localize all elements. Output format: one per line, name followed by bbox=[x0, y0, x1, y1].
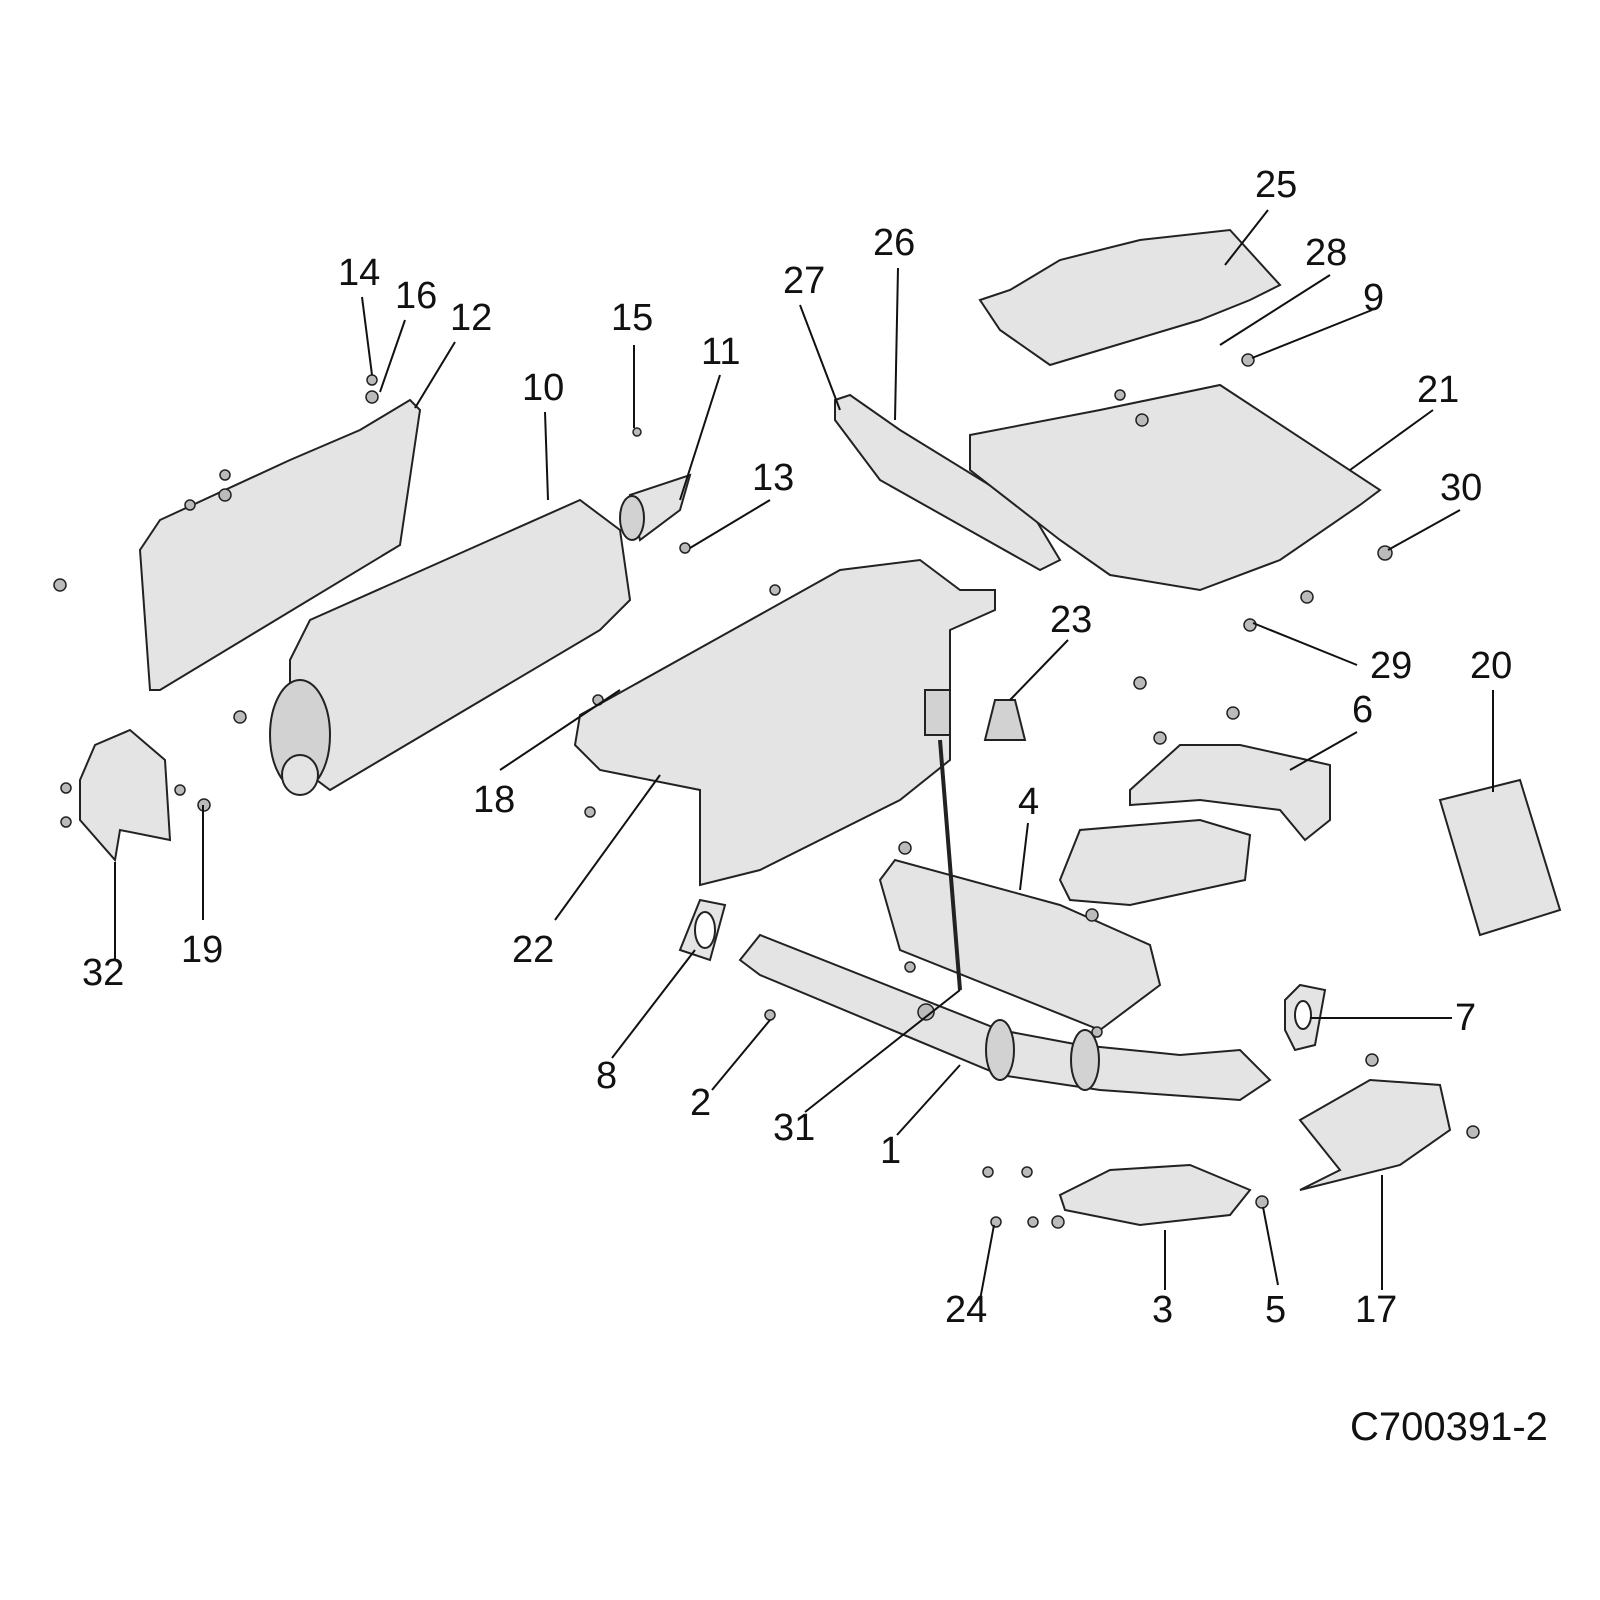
part-10-muffler[interactable] bbox=[269, 498, 632, 796]
callout-16: 16 bbox=[395, 275, 437, 317]
callout-10: 10 bbox=[522, 367, 564, 409]
part-12-heat-shield[interactable] bbox=[138, 398, 422, 691]
callout-8: 8 bbox=[596, 1055, 617, 1097]
callout-31: 31 bbox=[773, 1107, 815, 1149]
callout-11: 11 bbox=[701, 331, 740, 373]
callout-22: 22 bbox=[512, 929, 554, 971]
callout-23: 23 bbox=[1050, 599, 1092, 641]
part-20-panel[interactable] bbox=[1438, 778, 1562, 937]
part-6-pipe-shield[interactable] bbox=[1058, 818, 1252, 907]
reference-code: C700391-2 bbox=[1350, 1405, 1548, 1449]
callout-17: 17 bbox=[1355, 1289, 1397, 1331]
callout-1: 1 bbox=[880, 1130, 901, 1172]
part-21-heat-shield[interactable] bbox=[969, 383, 1382, 592]
callout-5: 5 bbox=[1265, 1289, 1286, 1331]
callout-24: 24 bbox=[945, 1289, 987, 1331]
callout-6: 6 bbox=[1352, 689, 1373, 731]
callout-labels: 14 16 12 10 15 11 13 18 19 32 22 27 26 2… bbox=[82, 164, 1512, 1331]
callout-30: 30 bbox=[1440, 467, 1482, 509]
callout-12: 12 bbox=[450, 297, 492, 339]
part-22-heat-shield[interactable] bbox=[573, 558, 996, 887]
callout-21: 21 bbox=[1417, 369, 1459, 411]
part-7-gasket[interactable] bbox=[1284, 983, 1327, 1052]
callout-26: 26 bbox=[873, 222, 915, 264]
callout-3: 3 bbox=[1152, 1289, 1173, 1331]
callout-18: 18 bbox=[473, 779, 515, 821]
callout-20: 20 bbox=[1470, 645, 1512, 687]
part-17-heat-shield[interactable] bbox=[1298, 1078, 1452, 1191]
callout-14: 14 bbox=[338, 252, 380, 294]
hardware-fasteners bbox=[53, 353, 1480, 1229]
part-3-clamp-shield[interactable] bbox=[1058, 1163, 1252, 1227]
callout-32: 32 bbox=[82, 952, 124, 994]
callout-7: 7 bbox=[1455, 997, 1476, 1039]
part-1-exhaust-pipe[interactable] bbox=[738, 933, 1272, 1102]
leader-lines bbox=[114, 209, 1494, 1301]
part-11-outlet-tip[interactable] bbox=[619, 473, 692, 542]
part-6-heat-shield[interactable] bbox=[1129, 744, 1331, 842]
callout-27: 27 bbox=[783, 260, 825, 302]
part-32-tip-shield[interactable] bbox=[79, 728, 172, 863]
part-8-gasket[interactable] bbox=[678, 898, 727, 962]
part-25-heat-shield[interactable] bbox=[978, 228, 1282, 367]
callout-2: 2 bbox=[690, 1082, 711, 1124]
callout-29: 29 bbox=[1370, 645, 1412, 687]
part-26-heat-shield[interactable] bbox=[834, 393, 1062, 572]
callout-4: 4 bbox=[1018, 781, 1039, 823]
callout-19: 19 bbox=[181, 929, 223, 971]
part-23-bracket[interactable] bbox=[983, 699, 1027, 741]
part-4-heat-shield[interactable] bbox=[878, 858, 1162, 1032]
callout-15: 15 bbox=[611, 297, 653, 339]
part-31-o2-sensor[interactable] bbox=[924, 689, 962, 991]
callout-25: 25 bbox=[1255, 164, 1297, 206]
callout-28: 28 bbox=[1305, 232, 1347, 274]
callout-13: 13 bbox=[752, 457, 794, 499]
callout-9: 9 bbox=[1363, 277, 1384, 319]
